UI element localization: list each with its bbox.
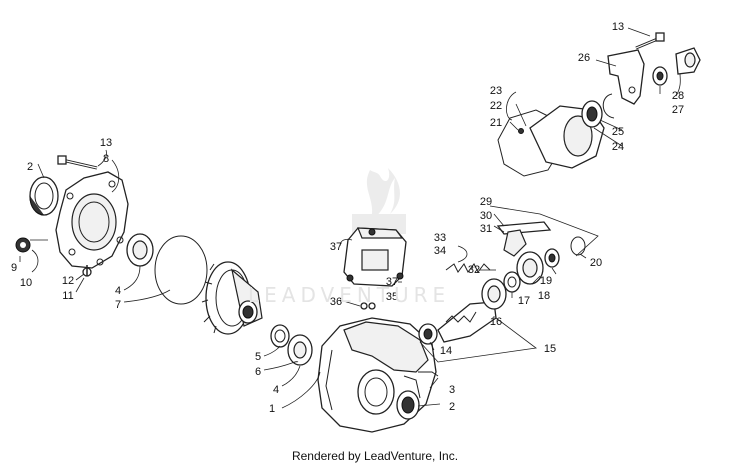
part-gear-18 <box>516 251 544 285</box>
part-breather <box>418 371 439 377</box>
part-ring-gear <box>201 261 263 335</box>
callout-label: 4 <box>273 384 279 396</box>
part-bolt-13-upper <box>635 32 665 50</box>
callout-label: 26 <box>578 52 590 64</box>
callout-label: 7 <box>115 299 121 311</box>
part-shift-fork <box>496 221 552 257</box>
part-bracket-26 <box>607 49 645 105</box>
part-main-housing <box>317 317 437 433</box>
watermark-logo <box>352 168 406 234</box>
part-screws-36 <box>360 302 376 310</box>
callout-label: 34 <box>434 245 446 257</box>
callout-label: 2 <box>449 401 455 413</box>
callout-label: 19 <box>540 275 552 287</box>
callout-label: 17 <box>518 295 530 307</box>
callout-label: 30 <box>480 210 492 222</box>
callout-label: 13 <box>612 21 624 33</box>
part-seal-left <box>29 176 59 216</box>
callout-label: 25 <box>612 126 624 138</box>
leader-lines <box>19 27 681 409</box>
callout-label: 24 <box>612 141 624 153</box>
watermark-text: LEADVENTURE <box>248 283 451 307</box>
callout-label: 6 <box>255 366 261 378</box>
part-bolt-left <box>57 155 98 170</box>
callout-label: 27 <box>672 104 684 116</box>
callout-label: 20 <box>590 257 602 269</box>
callout-labels: 1 2 2 3 4 4 5 6 7 8 9 10 11 12 13 13 14 … <box>11 21 684 415</box>
part-bearing-mid <box>287 334 313 366</box>
callout-label: 18 <box>538 290 550 302</box>
part-housing-cover <box>55 171 129 269</box>
callout-label: 16 <box>490 316 502 328</box>
part-seal-28 <box>652 66 668 86</box>
part-drain-plug <box>15 237 48 253</box>
part-seal-19 <box>544 248 560 268</box>
part-bearing-16 <box>481 278 507 310</box>
callout-label: 37 <box>386 276 398 288</box>
part-pinion-shaft <box>418 301 497 345</box>
callout-label: 4 <box>115 285 121 297</box>
callout-label: 15 <box>544 343 556 355</box>
part-spring <box>445 263 491 273</box>
callout-label: 32 <box>468 264 480 276</box>
callout-label: 8 <box>103 153 109 165</box>
part-oring <box>154 235 208 305</box>
callout-label: 37 <box>330 241 342 253</box>
callout-label: 14 <box>440 345 452 357</box>
callout-label: 23 <box>490 85 502 97</box>
callout-label: 29 <box>480 196 492 208</box>
part-seal-24 <box>581 100 603 128</box>
callout-label: 10 <box>20 277 32 289</box>
callout-label: 28 <box>672 90 684 102</box>
callout-label: 35 <box>386 291 398 303</box>
part-small-bolt <box>82 265 92 277</box>
part-ring-20 <box>570 236 586 256</box>
credit-caption: Rendered by LeadVenture, Inc. <box>291 449 459 463</box>
callout-label: 9 <box>11 262 17 274</box>
part-bearing-left <box>126 233 154 267</box>
callout-label: 33 <box>434 232 446 244</box>
callout-label: 1 <box>269 403 275 415</box>
callout-label: 22 <box>490 100 502 112</box>
callout-label: 5 <box>255 351 261 363</box>
part-snap-ring-25 <box>602 93 615 119</box>
callout-label: 12 <box>62 275 74 287</box>
callout-label: 2 <box>27 161 33 173</box>
callout-label: 36 <box>330 296 342 308</box>
part-seal-right <box>396 390 420 420</box>
part-washer-mid <box>270 324 290 348</box>
callout-label: 3 <box>449 384 455 396</box>
callout-label: 21 <box>490 117 502 129</box>
part-actuator <box>343 227 407 287</box>
callout-label: 11 <box>62 290 73 302</box>
callout-label: 31 <box>480 223 492 235</box>
part-fitting-27 <box>675 47 701 75</box>
callout-label: 13 <box>100 137 112 149</box>
